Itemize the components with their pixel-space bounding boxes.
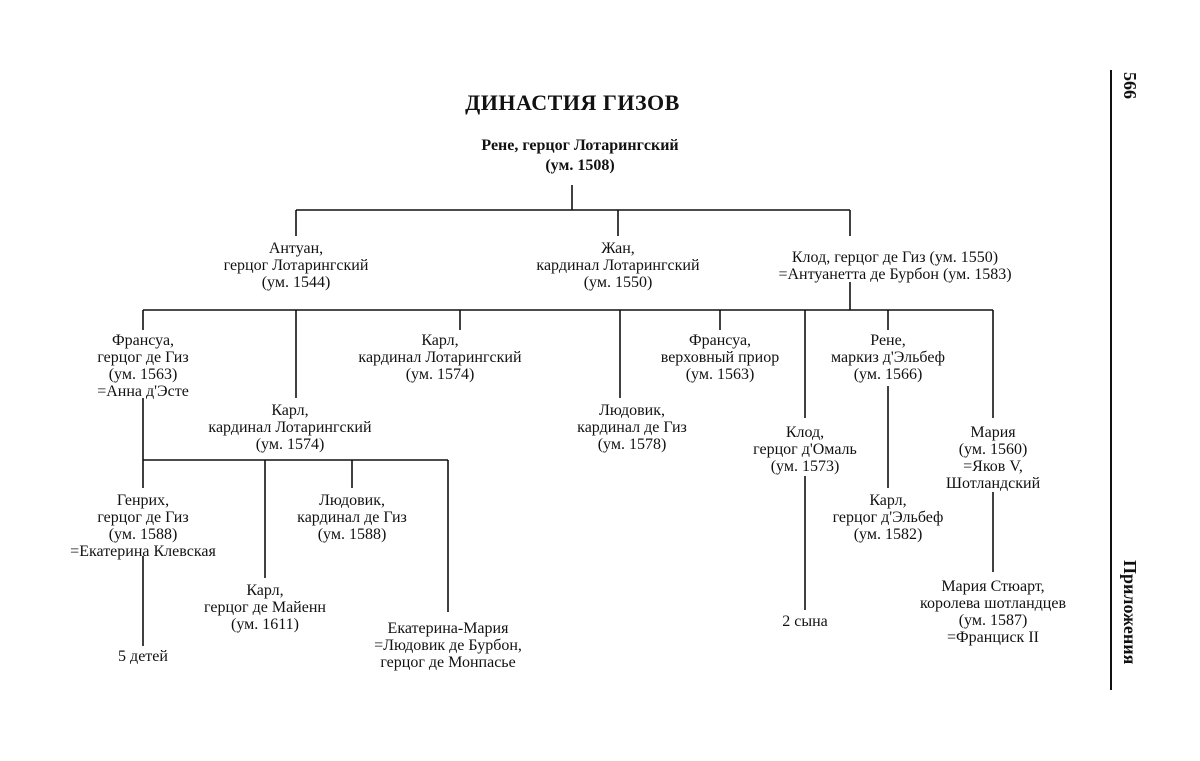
node-fransua: Франсуа, герцог де Гиз (ум. 1563) =Анна … — [73, 332, 213, 400]
node-line: Людовик, — [598, 402, 666, 419]
node-antuan: Антуан, герцог Лотарингский (ум. 1544) — [196, 240, 396, 291]
node-line: герцог д'Омаль — [753, 441, 857, 458]
node-line: Франсуа, — [688, 332, 752, 349]
node-line: Антуан, — [268, 240, 324, 257]
node-karl-elbef: Карл, герцог д'Эльбеф (ум. 1582) — [813, 492, 963, 543]
node-line: Людовик, — [318, 492, 386, 509]
node-line: Генрих, — [116, 492, 170, 509]
node-lyudovik2: Людовик, кардинал де Гиз (ум. 1588) — [272, 492, 432, 543]
node-line: (ум. 1563) — [108, 366, 178, 383]
node-mariya-stuart: Мария Стюарт, королева шотландцев (ум. 1… — [908, 578, 1078, 646]
node-line: герцог де Монпасье — [380, 654, 516, 671]
node-line: кардинал де Гиз — [577, 419, 687, 436]
node-line: (ум. 1578) — [597, 436, 667, 453]
node-line: (ум. 1573) — [770, 458, 840, 475]
node-line: (ум. 1563) — [685, 366, 755, 383]
node-line: Карл, — [271, 402, 309, 419]
node-line: Екатерина-Мария — [387, 620, 509, 637]
node-line: герцог де Майенн — [204, 599, 326, 616]
node-line: Карл, — [246, 582, 284, 599]
page-number: 566 — [1120, 72, 1140, 99]
node-line: (ум. 1588) — [317, 526, 387, 543]
node-line: =Анна д'Эсте — [97, 383, 189, 400]
node-klod-omal: Клод, герцог д'Омаль (ум. 1573) — [730, 424, 880, 475]
node-line: =Антуанетта де Бурбон (ум. 1583) — [778, 266, 1012, 283]
node-line: кардинал де Гиз — [297, 509, 407, 526]
node-line: Мария — [970, 424, 1016, 441]
node-line: Мария Стюарт, — [941, 578, 1045, 595]
node-zhan: Жан, кардинал Лотарингский (ум. 1550) — [518, 240, 718, 291]
node-ekaterina-mariya: Екатерина-Мария =Людовик де Бурбон, герц… — [368, 620, 528, 671]
node-line: (ум. 1560) — [958, 441, 1028, 458]
node-lyudovik1: Людовик, кардинал де Гиз (ум. 1578) — [547, 402, 717, 453]
node-line: маркиз д'Эльбеф — [830, 349, 946, 366]
node-line: герцог Лотарингский — [223, 257, 369, 274]
node-line: Шотландский — [945, 475, 1041, 492]
node-line: Карл, — [421, 332, 459, 349]
margin-rule — [1110, 70, 1112, 690]
node-line: герцог де Гиз — [97, 509, 189, 526]
node-line: (ум. 1582) — [853, 526, 923, 543]
node-karl-maienn: Карл, герцог де Майенн (ум. 1611) — [190, 582, 340, 633]
node-line: кардинал Лотарингский — [536, 257, 700, 274]
node-line: (ум. 1574) — [255, 436, 325, 453]
node-line: герцог д'Эльбеф — [832, 509, 944, 526]
node-karl2: Карл, кардинал Лотарингский (ум. 1574) — [190, 402, 390, 453]
node-line: (ум. 1566) — [853, 366, 923, 383]
node-line: =Яков V, — [963, 458, 1023, 475]
node-line: верховный приор — [660, 349, 780, 366]
node-line: (ум. 1588) — [108, 526, 178, 543]
node-line: =Людовик де Бурбон, — [374, 637, 522, 654]
node-line: кардинал Лотарингский — [358, 349, 522, 366]
node-line: =Франциск II — [947, 629, 1039, 646]
node-line: 2 сына — [782, 613, 828, 630]
node-pyat-detei: 5 детей — [103, 648, 183, 665]
node-line: Франсуа, — [111, 332, 175, 349]
node-line: Клод, герцог де Гиз (ум. 1550) — [791, 249, 999, 266]
node-line: (ум. 1544) — [261, 274, 331, 291]
node-dva-syna: 2 сына — [765, 613, 845, 630]
node-karl1: Карл, кардинал Лотарингский (ум. 1574) — [340, 332, 540, 383]
node-line: (ум. 1574) — [405, 366, 475, 383]
node-line: Рене, — [870, 332, 906, 349]
node-line: королева шотландцев — [920, 595, 1066, 612]
node-line: кардинал Лотарингский — [208, 419, 372, 436]
section-title: Приложения — [1120, 560, 1140, 665]
node-line: Жан, — [601, 240, 635, 257]
node-fransua-prior: Франсуа, верховный приор (ум. 1563) — [640, 332, 800, 383]
node-line: (ум. 1550) — [583, 274, 653, 291]
node-mariya: Мария (ум. 1560) =Яков V, Шотландский — [923, 424, 1063, 492]
node-line: Клод, — [785, 424, 825, 441]
node-klod: Клод, герцог де Гиз (ум. 1550) =Антуанет… — [745, 249, 1045, 283]
node-rene-line: (ум. 1508) — [545, 157, 615, 174]
node-rene-elbef: Рене, маркиз д'Эльбеф (ум. 1566) — [808, 332, 968, 383]
node-line: (ум. 1587) — [958, 612, 1028, 629]
node-genrikh: Генрих, герцог де Гиз (ум. 1588) =Екатер… — [58, 492, 228, 560]
diagram-title: ДИНАСТИЯ ГИЗОВ — [465, 90, 680, 115]
node-rene-line: Рене, герцог Лотарингский — [481, 137, 679, 154]
node-line: 5 детей — [118, 648, 168, 665]
node-line: =Екатерина Клевская — [70, 543, 216, 560]
node-rene: Рене, герцог Лотарингский (ум. 1508) — [430, 136, 730, 176]
node-line: герцог де Гиз — [97, 349, 189, 366]
node-line: (ум. 1611) — [231, 616, 299, 633]
node-line: Карл, — [869, 492, 907, 509]
